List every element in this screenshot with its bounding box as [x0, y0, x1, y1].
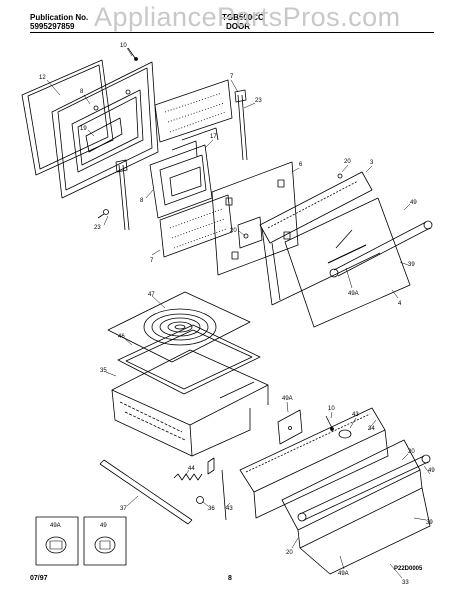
callout-49b: 49: [428, 468, 435, 474]
outer-door-panel: [284, 197, 411, 328]
callout-37: 37: [120, 506, 127, 512]
inset-label-49: 49: [100, 523, 107, 529]
callout-34: 34: [368, 426, 375, 432]
drawer-outer-panel: [281, 439, 423, 549]
callout-3: 3: [370, 160, 374, 166]
callout-6: 6: [299, 162, 303, 168]
door-handle-upper: [329, 220, 433, 278]
callout-10b: 10: [328, 406, 335, 412]
inset-label-49A: 49A: [50, 523, 61, 529]
drawer-bottom-trim: [299, 487, 431, 575]
drawer-spring: [173, 473, 203, 481]
watermark: AppliancePartsPros.com: [94, 2, 401, 32]
screw-hinge: [97, 209, 109, 219]
callout-20a: 20: [344, 159, 351, 165]
callout-36: 36: [208, 506, 215, 512]
door-insulation-upper: [154, 79, 233, 143]
publication-number: 5995297859: [30, 22, 75, 31]
screws-door: [243, 173, 343, 239]
screw-top: [127, 47, 138, 61]
callout-4: 4: [398, 301, 402, 307]
callout-43b: 43: [226, 506, 233, 512]
door-channel-assembly: [149, 127, 219, 219]
model-number: TGB500CC: [222, 13, 264, 22]
callout-7b: 7: [150, 258, 154, 264]
door-insulation-lower: [159, 194, 233, 258]
drawer-handle: [297, 454, 431, 522]
callout-8b: 8: [140, 198, 144, 204]
inner-door-panel: [211, 161, 299, 276]
drawer-bracket: [277, 409, 303, 445]
footer-code: P22D0005: [394, 566, 423, 572]
drawer-roller: [338, 429, 352, 439]
screw-drawer: [325, 415, 334, 431]
callout-23a: 23: [255, 98, 262, 104]
callout-49a: 49: [410, 200, 417, 206]
callout-49Ab: 49A: [282, 396, 293, 402]
callout-7a: 7: [230, 74, 234, 80]
callout-49Aa: 49A: [348, 291, 359, 297]
door-hinge-left: [115, 159, 130, 231]
drawer-slide-rail: [99, 459, 193, 525]
window-pack: [85, 117, 123, 153]
section-title: DOOR: [226, 22, 250, 31]
drawer-reflector-pan: [107, 291, 251, 363]
drawer-roller-bottom: [196, 496, 204, 504]
callout-49Ac: 49A: [338, 571, 349, 577]
door-hinge-right: [234, 89, 248, 161]
broiler-pan: [117, 324, 261, 395]
callout-43a: 43: [352, 412, 359, 418]
door-gasket: [21, 59, 114, 176]
inset-knob-49A: 49A: [35, 516, 79, 566]
drawer-body: [111, 349, 269, 457]
callout-10a: 10: [120, 43, 127, 49]
footer-page: 8: [228, 575, 232, 582]
footer-date: 07/97: [30, 575, 48, 582]
callout-35: 35: [100, 368, 107, 374]
callout-20c: 20: [408, 449, 415, 455]
callout-46: 46: [118, 334, 125, 340]
callout-17: 17: [210, 134, 217, 140]
callout-19: 19: [80, 126, 87, 132]
publication-label: Publication No.: [30, 13, 89, 22]
callout-39b: 39: [426, 520, 433, 526]
callout-33: 33: [402, 580, 409, 586]
door-frame: [259, 171, 381, 306]
drawer-clip: [207, 457, 227, 521]
callout-8a: 8: [80, 89, 84, 95]
callout-20b: 20: [230, 228, 237, 234]
callout-47: 47: [148, 292, 155, 298]
inner-door-liner: [51, 61, 159, 199]
callout-39a: 39: [408, 262, 415, 268]
callout-20d: 20: [286, 550, 293, 556]
callout-12: 12: [39, 75, 46, 81]
callout-44: 44: [188, 466, 195, 472]
drawer-front-inner: [239, 407, 389, 519]
callout-23b: 23: [94, 225, 101, 231]
inset-knob-49: 49: [83, 516, 127, 566]
header-rule: [30, 32, 434, 33]
